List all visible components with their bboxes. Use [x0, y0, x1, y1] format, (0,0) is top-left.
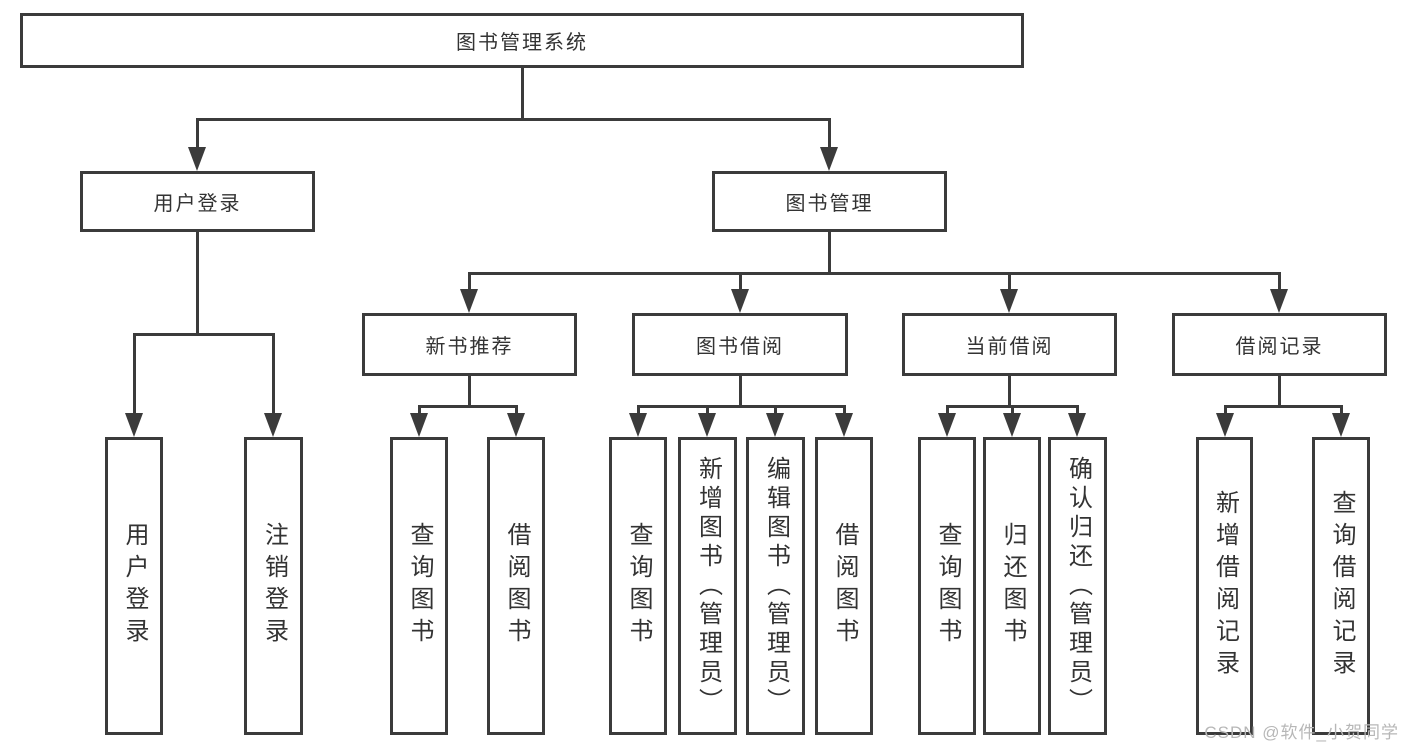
connector-user-login-stub-1	[133, 333, 136, 417]
arrow-to-leaf-bb-query	[629, 413, 647, 437]
arrow-to-leaf-bb-borrow	[835, 413, 853, 437]
arrow-to-leaf-logout	[264, 413, 282, 437]
arrow-to-leaf-nb-borrow	[507, 413, 525, 437]
leaf-borrow-query-books: 查询图书	[609, 437, 667, 735]
leaf-current-return-books: 归还图书	[983, 437, 1041, 735]
arrow-to-borrowing-records	[1270, 289, 1288, 313]
csdn-watermark: CSDN @软件_小贺同学	[1204, 723, 1399, 742]
connector-book-mgmt-rail	[468, 272, 1281, 275]
connector-new-books-stub-2	[515, 405, 518, 416]
connector-root-stem	[521, 68, 524, 121]
leaf-borrow-borrow-books: 借阅图书	[815, 437, 873, 735]
connector-book-mgmt-stub-3	[1008, 272, 1011, 292]
arrow-to-book-borrowing	[731, 289, 749, 313]
connector-book-mgmt-stub-1	[468, 272, 471, 292]
connector-book-borrow-stub-2	[706, 405, 709, 416]
arrow-to-leaf-cb-return	[1003, 413, 1021, 437]
leaf-records-query-record: 查询借阅记录	[1312, 437, 1370, 735]
arrow-to-leaf-cb-query	[938, 413, 956, 437]
leaf-user-login-label: 用户登录	[121, 522, 148, 650]
node-current-borrowing: 当前借阅	[902, 313, 1117, 376]
leaf-borrow-add-books-admin: 新增图书（管理员）	[678, 437, 737, 735]
leaf-current-confirm-return-admin-label: 确认归还（管理员）	[1064, 455, 1092, 717]
leaf-borrow-add-books-admin-label: 新增图书（管理员）	[694, 455, 722, 717]
arrow-to-new-books	[460, 289, 478, 313]
leaf-records-add-record-label: 新增借阅记录	[1211, 490, 1239, 682]
node-root: 图书管理系统	[20, 13, 1024, 68]
connector-new-books-rail	[418, 405, 518, 408]
node-user-login: 用户登录	[80, 171, 315, 232]
leaf-borrow-query-books-label: 查询图书	[625, 522, 652, 650]
leaf-borrow-edit-books-admin-label: 编辑图书（管理员）	[762, 455, 790, 717]
node-new-book-recommend: 新书推荐	[362, 313, 577, 376]
arrow-to-leaf-cb-confirm	[1068, 413, 1086, 437]
leaf-logout-label: 注销登录	[260, 522, 288, 650]
arrow-to-current-borrowing	[1000, 289, 1018, 313]
connector-root-rail	[196, 118, 831, 121]
leaf-newbooks-borrow-books: 借阅图书	[487, 437, 545, 735]
leaf-borrow-edit-books-admin: 编辑图书（管理员）	[746, 437, 805, 735]
leaf-borrow-borrow-books-label: 借阅图书	[831, 522, 858, 650]
arrow-to-leaf-bb-add	[698, 413, 716, 437]
leaf-user-login: 用户登录	[105, 437, 163, 735]
leaf-current-return-books-label: 归还图书	[999, 522, 1026, 650]
connector-records-rail	[1224, 405, 1343, 408]
connector-new-books-stem	[468, 376, 471, 407]
connector-root-stub-right	[828, 118, 831, 151]
connector-book-borrow-stub-3	[774, 405, 777, 416]
node-book-management: 图书管理	[712, 171, 947, 232]
arrow-to-leaf-bb-edit	[766, 413, 784, 437]
connector-book-borrow-stub-1	[637, 405, 640, 416]
connector-book-mgmt-stem	[828, 232, 831, 275]
connector-current-borrow-stem	[1008, 376, 1011, 407]
connector-user-login-stub-2	[272, 333, 275, 417]
connector-new-books-stub-1	[418, 405, 421, 416]
arrow-to-user-login	[188, 147, 206, 171]
arrow-to-leaf-br-query	[1332, 413, 1350, 437]
connector-current-borrow-stub-2	[1011, 405, 1014, 416]
connector-current-borrow-stub-3	[1076, 405, 1079, 416]
connector-user-login-stem	[196, 232, 199, 336]
connector-current-borrow-stub-1	[946, 405, 949, 416]
connector-book-borrow-stem	[739, 376, 742, 407]
leaf-logout: 注销登录	[244, 437, 303, 735]
connector-book-borrow-rail	[637, 405, 846, 408]
leaf-current-query-books-label: 查询图书	[934, 522, 961, 650]
connector-records-stub-1	[1224, 405, 1227, 416]
leaf-newbooks-query-books: 查询图书	[390, 437, 448, 735]
arrow-to-book-management	[820, 147, 838, 171]
connector-root-stub-left	[196, 118, 199, 151]
leaf-current-confirm-return-admin: 确认归还（管理员）	[1048, 437, 1107, 735]
connector-user-login-rail	[133, 333, 275, 336]
node-book-borrowing: 图书借阅	[632, 313, 848, 376]
arrow-to-leaf-nb-query	[410, 413, 428, 437]
leaf-newbooks-borrow-books-label: 借阅图书	[503, 522, 530, 650]
connector-book-borrow-stub-4	[843, 405, 846, 416]
connector-records-stem	[1278, 376, 1281, 407]
leaf-records-add-record: 新增借阅记录	[1196, 437, 1253, 735]
connector-book-mgmt-stub-4	[1278, 272, 1281, 292]
arrow-to-leaf-br-add	[1216, 413, 1234, 437]
connector-book-mgmt-stub-2	[739, 272, 742, 292]
connector-records-stub-2	[1340, 405, 1343, 416]
leaf-records-query-record-label: 查询借阅记录	[1328, 490, 1355, 682]
leaf-current-query-books: 查询图书	[918, 437, 976, 735]
leaf-newbooks-query-books-label: 查询图书	[406, 522, 433, 650]
node-borrowing-records: 借阅记录	[1172, 313, 1387, 376]
arrow-to-leaf-user-login	[125, 413, 143, 437]
